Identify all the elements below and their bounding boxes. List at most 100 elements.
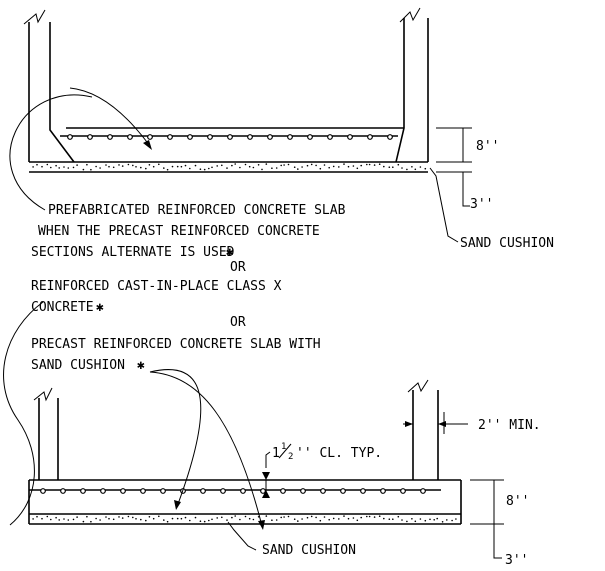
sand-grain bbox=[252, 518, 255, 521]
sand-grain bbox=[306, 516, 309, 519]
rebar-dot bbox=[147, 134, 153, 140]
sand-grain bbox=[293, 518, 296, 520]
sand-grain bbox=[383, 517, 385, 520]
rebar-dot bbox=[107, 134, 113, 140]
rebar-dot bbox=[220, 488, 226, 494]
sand-grain bbox=[319, 167, 322, 170]
sand-grain bbox=[429, 518, 431, 521]
sand-grain bbox=[108, 165, 110, 168]
bottom-dim-cushion: 3'' bbox=[505, 553, 528, 568]
rebar-dot bbox=[40, 488, 46, 494]
sand-grain bbox=[46, 163, 49, 166]
sand-grain bbox=[121, 517, 124, 519]
sand-grain bbox=[338, 518, 340, 520]
rebar-dot bbox=[200, 488, 206, 494]
sand-grain bbox=[293, 166, 296, 168]
sand-grain bbox=[99, 167, 101, 169]
bottom-slab bbox=[28, 479, 462, 525]
sand-grain bbox=[451, 519, 453, 522]
sand-grain bbox=[76, 516, 78, 518]
bottom-dim-min-arrow-right bbox=[438, 421, 446, 427]
sand-grain bbox=[310, 163, 313, 166]
sand-grain bbox=[315, 516, 317, 519]
sand-grain bbox=[95, 165, 97, 168]
note-line-4: REINFORCED CAST-IN-PLACE CLASS X bbox=[31, 279, 282, 294]
sand-grain bbox=[135, 166, 137, 168]
sand-grain bbox=[338, 166, 340, 168]
sand-grain bbox=[118, 516, 120, 518]
clear-cover-num: 1 bbox=[281, 442, 286, 452]
sand-grain bbox=[297, 168, 299, 170]
note-asterisk-1: ✱ bbox=[226, 245, 234, 260]
sand-grain bbox=[36, 515, 38, 518]
clear-cover-leader bbox=[265, 451, 271, 468]
sand-grain bbox=[352, 517, 355, 519]
sand-grain bbox=[148, 164, 151, 166]
sand-grain bbox=[108, 517, 110, 520]
note-line-6: PRECAST REINFORCED CONCRETE SLAB WITH bbox=[31, 337, 321, 352]
bottom-detail: 1 1 2 '' CL. TYP. 2'' MIN. 8'' 3'' SAND … bbox=[3, 301, 541, 568]
sand-grain bbox=[424, 167, 427, 170]
sand-grain bbox=[244, 163, 247, 166]
sand-grain bbox=[50, 166, 52, 169]
sand-grain bbox=[411, 518, 413, 520]
sand-grain bbox=[208, 167, 210, 170]
sand-grain bbox=[283, 164, 285, 166]
sand-grain bbox=[287, 515, 290, 518]
rebar-dot bbox=[420, 488, 426, 494]
note-line-2: WHEN THE PRECAST REINFORCED CONCRETE bbox=[38, 224, 320, 239]
rebar-dot bbox=[340, 488, 346, 494]
sand-grain bbox=[356, 519, 359, 522]
sand-grain bbox=[234, 163, 236, 165]
sand-grain bbox=[58, 167, 60, 169]
top-dim-extensions bbox=[436, 127, 472, 173]
notes-block: PREFABRICATED REINFORCED CONCRETE SLAB W… bbox=[31, 203, 346, 373]
sand-grain bbox=[414, 520, 417, 523]
sand-grain bbox=[280, 516, 283, 519]
sand-grain bbox=[310, 515, 313, 518]
sand-grain bbox=[248, 517, 251, 520]
sand-grain bbox=[95, 517, 97, 520]
sand-grain bbox=[176, 165, 179, 168]
sand-grain bbox=[332, 517, 335, 520]
sand-grain bbox=[323, 516, 326, 518]
sand-grain bbox=[283, 516, 285, 518]
sand-grain bbox=[36, 163, 38, 166]
rebar-dot bbox=[380, 488, 386, 494]
sand-grain bbox=[315, 164, 317, 167]
sand-grain bbox=[436, 517, 439, 520]
sand-grain bbox=[163, 519, 165, 521]
rebar-dot bbox=[367, 134, 373, 140]
rebar-dot bbox=[320, 488, 326, 494]
sand-grain bbox=[132, 516, 134, 519]
sand-grain bbox=[397, 163, 400, 166]
sand-grain bbox=[148, 516, 151, 518]
clear-cover-arrowhead-top bbox=[262, 472, 270, 480]
top-rebar-dots bbox=[67, 134, 393, 140]
sand-grain bbox=[105, 164, 107, 166]
sand-grain bbox=[252, 166, 255, 169]
sand-grain bbox=[406, 520, 408, 523]
sand-grain bbox=[194, 516, 197, 519]
top-sand-label: SAND CUSHION bbox=[460, 236, 554, 251]
sand-grain bbox=[140, 166, 142, 169]
sand-grain bbox=[392, 518, 394, 520]
sand-grain bbox=[301, 518, 303, 520]
note-line-7: SAND CUSHION bbox=[31, 358, 125, 373]
bottom-note-arc bbox=[3, 301, 44, 526]
sand-grain bbox=[388, 518, 391, 520]
sand-grain bbox=[50, 518, 52, 521]
sand-grain bbox=[356, 167, 359, 170]
sand-grain bbox=[41, 517, 43, 520]
sand-grain bbox=[401, 167, 403, 169]
sand-grain bbox=[383, 165, 385, 168]
sand-grain bbox=[176, 517, 179, 520]
top-note-leader bbox=[69, 87, 151, 147]
sand-grain bbox=[189, 167, 191, 170]
sand-grain bbox=[203, 520, 206, 523]
sand-grain bbox=[231, 164, 233, 167]
bottom-arrowhead-a bbox=[174, 500, 181, 510]
sand-grain bbox=[455, 518, 457, 520]
rebar-dot bbox=[160, 488, 166, 494]
sand-grain bbox=[446, 519, 448, 521]
